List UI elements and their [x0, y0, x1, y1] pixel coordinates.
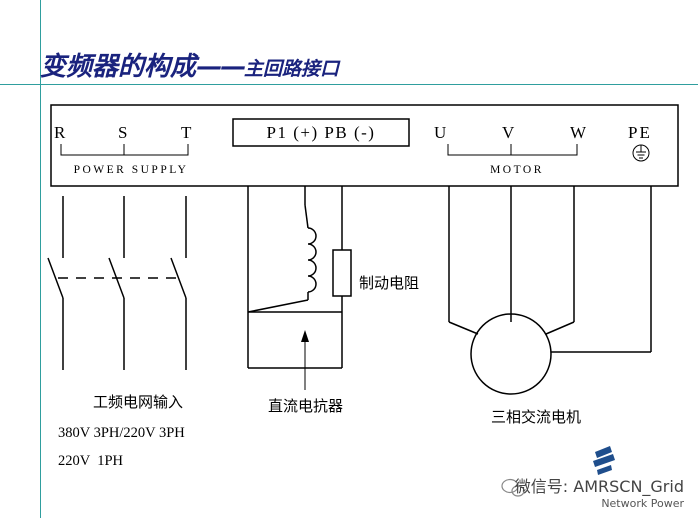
motor-wires	[448, 186, 652, 395]
ground-icon	[632, 144, 650, 162]
terminal-pe: PE	[628, 123, 652, 142]
title-dash: ——	[196, 52, 246, 82]
inverter-box	[50, 104, 679, 187]
reactor-arrow	[301, 330, 309, 342]
frame-horizontal-line	[0, 84, 698, 85]
power-supply-label: POWER SUPPLY	[74, 164, 189, 176]
watermark-sub: Network Power	[601, 497, 684, 510]
motor-symbol	[470, 313, 552, 395]
grid-input-label: 工频电网输入	[93, 394, 183, 411]
spec-line-1: 380V 3PH/220V 3PH	[58, 425, 185, 441]
brake-resistor-symbol	[332, 249, 352, 297]
wechat-icon	[501, 478, 525, 497]
terminal-w: W	[570, 123, 587, 142]
reactor-coil	[307, 227, 317, 293]
dc-terminal-box	[232, 118, 410, 147]
watermark-text: 微信号: AMRSCN_Grid	[514, 477, 684, 496]
terminal-r: R	[54, 123, 66, 142]
brake-resistor-label: 制动电阻	[359, 275, 419, 292]
terminal-t: T	[181, 123, 192, 142]
title-main: 变频器的构成	[40, 52, 197, 82]
dc-reactor-label: 直流电抗器	[268, 398, 343, 415]
terminal-s: S	[118, 123, 127, 142]
terminal-v: V	[502, 123, 515, 142]
dc-circuit	[247, 186, 352, 390]
motor-bracket	[447, 144, 578, 156]
frame-vertical-line	[40, 0, 41, 518]
supply-wires	[47, 196, 187, 370]
terminal-dc: P1 (+) PB (-)	[267, 123, 376, 142]
title-sub: 主回路接口	[244, 58, 340, 80]
motor-name-label: 三相交流电机	[491, 408, 581, 426]
brand-logo-icon	[593, 446, 615, 475]
watermark: 微信号: AMRSCN_Grid Network Power	[515, 473, 684, 510]
motor-label: MOTOR	[490, 164, 544, 176]
spec-line-2: 220V 1PH	[58, 453, 124, 469]
page-title: 变频器的构成——主回路接口	[40, 46, 339, 83]
terminal-u: U	[434, 123, 446, 142]
